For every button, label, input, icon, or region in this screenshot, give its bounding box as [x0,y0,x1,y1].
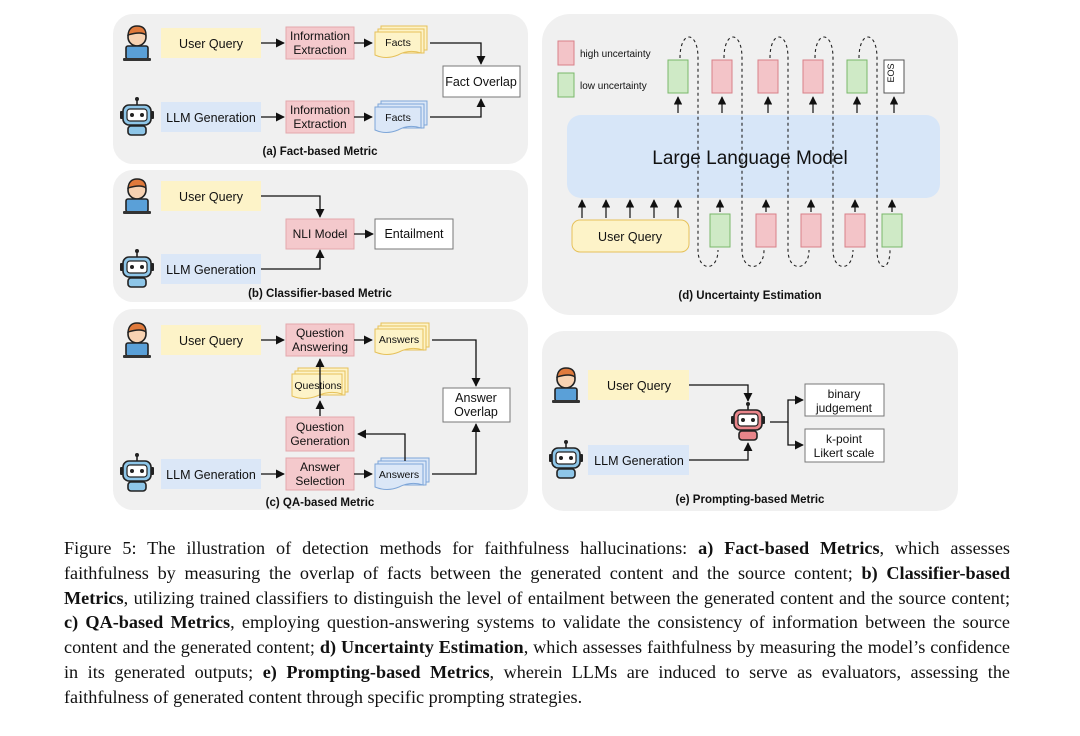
information-extraction-bottom-line1: Information [290,103,350,117]
nli-model-label: NLI Model [293,227,348,241]
information-extraction-bottom-line2: Extraction [293,117,346,131]
output-token-high [802,59,824,94]
panel-b: User Query LLM Generation NLI Model Enta… [113,170,528,302]
caption-b-text: , utilizing trained classifiers to disti… [123,587,1010,608]
fact-overlap-label: Fact Overlap [445,75,517,89]
output-token-low [846,59,868,94]
caption-e-text: , wherein LLMs are induced to serve as e… [64,661,1010,707]
answer-overlap-line1: Answer [455,391,497,405]
binary-judgement-line2: judgement [815,401,873,415]
answers-bottom-label: Answers [379,469,419,481]
output-token-row: EOS [667,59,905,113]
input-token-high [800,213,822,248]
caption-d-label: d) Uncertainty Estimation [319,637,524,658]
autoregressive-loop [814,36,854,268]
input-token-row [709,199,903,248]
question-generation-line2: Generation [290,434,349,448]
caption-e-label: e) Prompting-based Metrics [262,661,490,682]
caption-b-label: b) Classifier-based Metrics [64,562,1010,608]
panel-c: User Query LLM Generation Question Answe… [113,309,528,510]
caption-a-label: a) Fact-based Metrics [698,538,880,558]
panel-c-caption: (c) QA-based Metric [266,497,375,509]
answers-document-bottom: Answers [374,457,430,490]
user-query-label: User Query [179,37,244,51]
legend-high-uncertainty: high uncertainty [580,49,651,60]
facts-document-top: Facts [374,25,428,58]
user-query-arrows [577,199,683,218]
panel-e-caption: (e) Prompting-based Metric [676,494,825,506]
caption-a-text: , which assesses faithfulness by measuri… [64,538,1010,583]
llm-generation-label: LLM Generation [166,111,256,125]
likert-scale-line1: k-point [826,432,863,446]
figure-label: Figure 5: [64,538,137,558]
legend-low-uncertainty: low uncertainty [580,81,647,92]
input-token-high [755,213,777,248]
entailment-label: Entailment [384,227,444,241]
figure-diagram: User Query LLM Generation Information Ex… [113,14,958,511]
caption-d-text: , which assesses faithfulness by measuri… [64,637,1010,682]
caption-intro: The illustration of detection methods fo… [136,538,699,558]
llm-generation-label: LLM Generation [166,468,256,482]
figure-caption: Figure 5: The illustration of detection … [64,536,1010,710]
panel-a: User Query LLM Generation Information Ex… [113,14,528,164]
panel-b-caption: (b) Classifier-based Metric [248,288,392,300]
panel-e: User Query LLM Generation binary judgeme… [542,331,958,511]
information-extraction-top-line2: Extraction [293,43,346,57]
information-extraction-top-line1: Information [290,29,350,43]
autoregressive-loop [723,36,765,267]
questions-label: Questions [294,380,341,392]
facts-document-bottom: Facts [374,100,428,133]
input-token-low [881,213,903,248]
user-query-label: User Query [179,334,244,348]
user-query-label: User Query [598,230,663,244]
autoregressive-loops [679,36,891,268]
question-answering-line2: Answering [292,340,348,354]
user-query-label: User Query [179,190,244,204]
answer-selection-line1: Answer [300,460,340,474]
user-query-label: User Query [607,379,672,393]
autoregressive-loop [769,36,810,267]
caption-c-text: , employing question-answering systems t… [64,612,1010,658]
binary-judgement-line1: binary [828,387,861,401]
output-token-high [757,59,779,94]
question-generation-line1: Question [296,420,344,434]
answers-document-top: Answers [374,322,430,355]
facts-bottom-label: Facts [385,112,411,124]
output-token-eos [883,59,905,94]
caption-c-label: c) QA-based Metrics [64,612,231,633]
output-token-low [667,59,689,94]
answer-overlap-line2: Overlap [454,405,498,419]
question-answering-line1: Question [296,326,344,340]
panel-d-caption: (d) Uncertainty Estimation [678,290,821,302]
input-token-high [844,213,866,248]
autoregressive-loop [858,36,891,268]
answers-top-label: Answers [379,334,419,346]
panel-d: high uncertainty low uncertainty Large L… [542,14,958,315]
likert-scale-line2: Likert scale [814,446,875,460]
llm-generation-label: LLM Generation [166,263,256,277]
output-token-high [711,59,733,94]
facts-top-label: Facts [385,37,411,49]
input-token-low [709,213,731,248]
llm-generation-label: LLM Generation [594,454,684,468]
panel-a-caption: (a) Fact-based Metric [262,146,378,158]
answer-selection-line2: Selection [295,474,344,488]
eos-token-label: EOS [886,63,896,82]
autoregressive-loop [679,36,719,268]
large-language-model-label: Large Language Model [652,148,847,169]
